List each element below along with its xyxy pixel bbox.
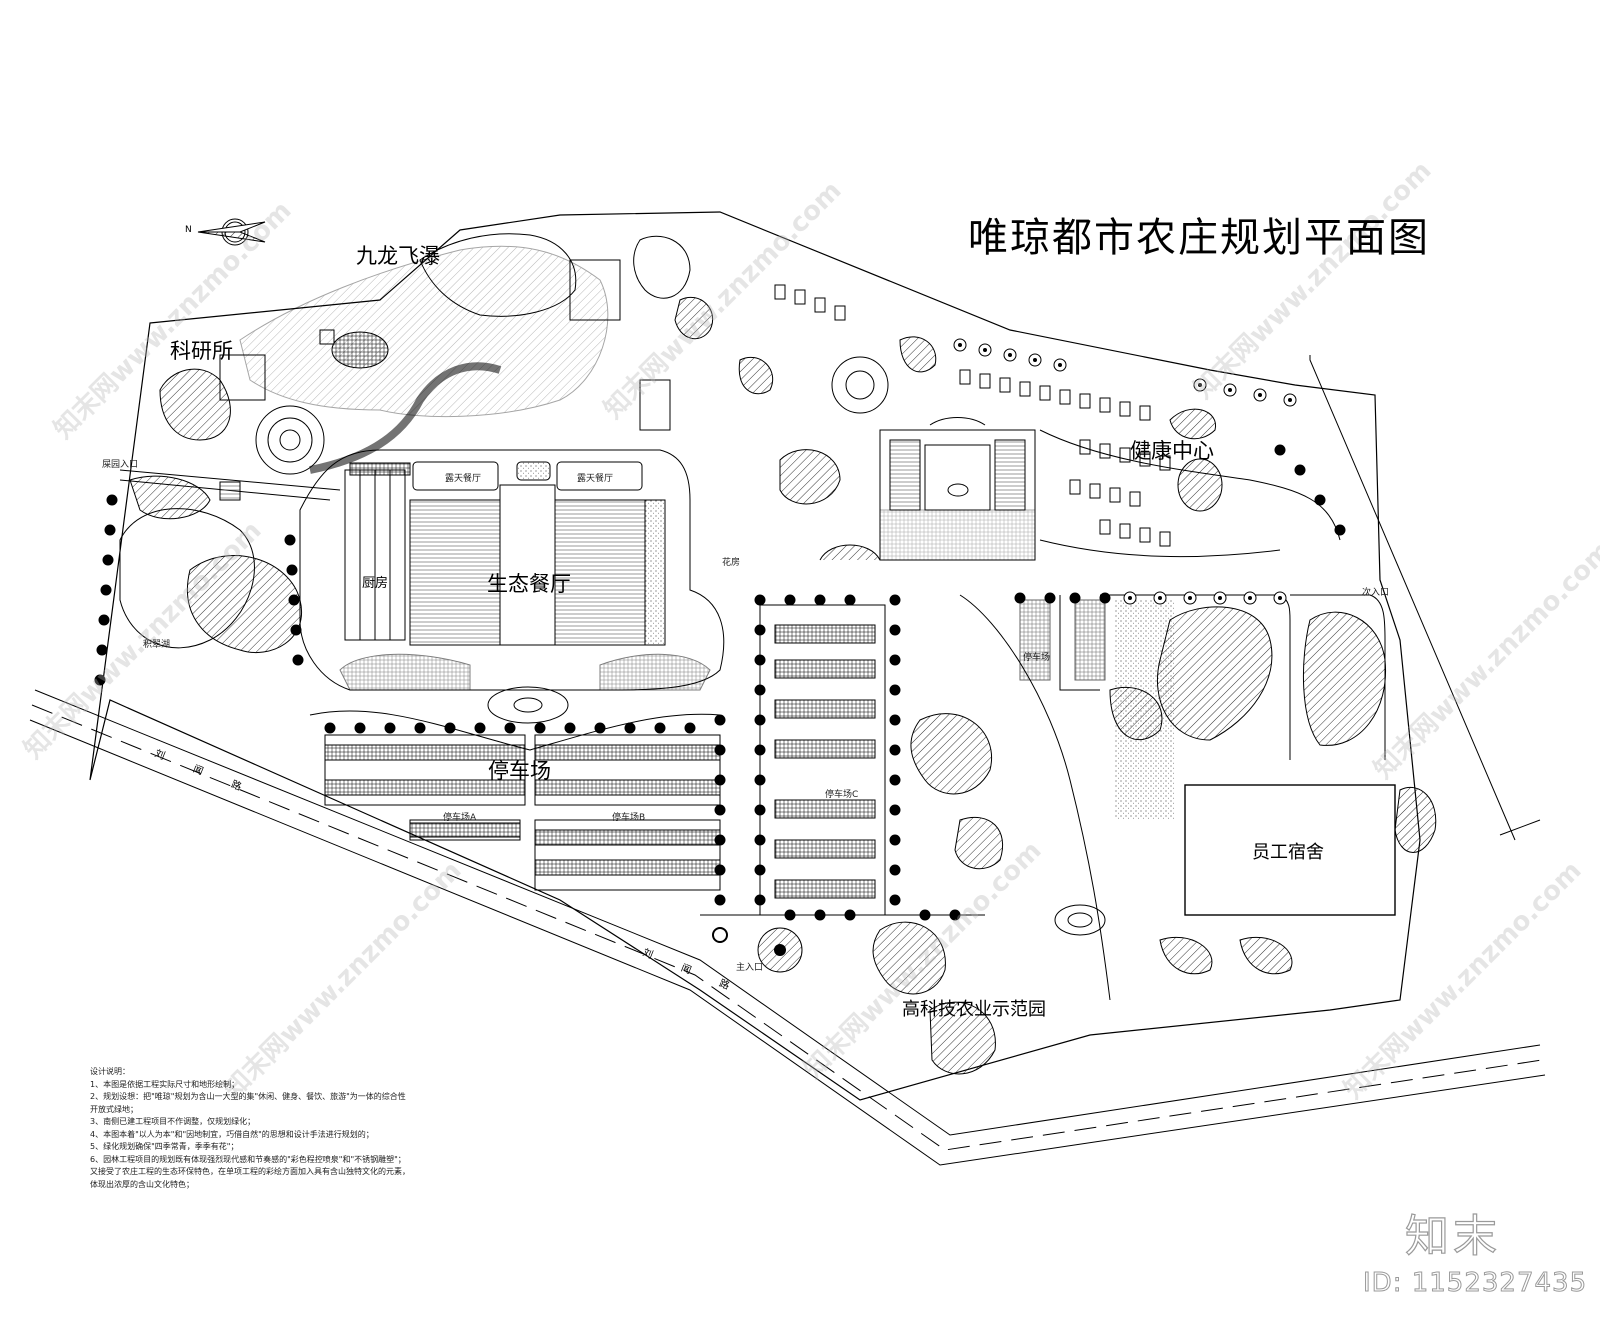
label-parking-a: 停车场A: [443, 813, 477, 823]
label-hitech-agri-park: 高科技农业示范园: [902, 999, 1046, 1020]
label-health-center: 健康中心: [1130, 439, 1214, 463]
design-note-item: 4、本图本着"以人为本"和"因地制宜，巧借自然"的思想和设计手法进行规划的；: [90, 1129, 374, 1139]
design-note-item: 6、园林工程项目的规划既有体现强烈现代感和节奏感的"彩色程控喷泉"和"不锈钢雕塑…: [90, 1154, 406, 1164]
parking-lot-c: [700, 604, 985, 916]
label-research-institute: 科研所: [170, 339, 233, 363]
jicui-lake-area: [119, 475, 303, 654]
label-flower-house: 花房: [722, 558, 741, 568]
label-jicui-lake: 积翠湖: [143, 640, 171, 650]
label-eco-restaurant: 生态餐厅: [487, 572, 571, 596]
west-entrance-path: [119, 469, 341, 501]
parking-lots-ab: [324, 734, 721, 891]
label-jiulong-waterfall: 九龙飞瀑: [356, 244, 440, 268]
design-note-item: 又接受了农庄工程的生态环保特色，在单项工程的彩绘方面加入具有含山独特文化的元素，: [90, 1167, 410, 1176]
brand-id: ID: 1152327435: [1362, 1268, 1588, 1299]
label-rear-entrance: 屎园入口: [102, 460, 139, 470]
roads: [29, 355, 1546, 1166]
central-building: [879, 417, 1036, 561]
waterfall-garden: [239, 233, 671, 475]
design-note-item: 2、规划设想：把"唯琼"规划为含山一大型的集"休闲、健身、餐饮、旅游"为一体的综…: [90, 1092, 406, 1101]
brand-logo: 知末: [1404, 1210, 1501, 1262]
research-institute-block: [159, 354, 266, 441]
design-note-item: 体现出浓厚的含山文化特色；: [90, 1179, 194, 1189]
parking-tree-lines: [309, 710, 721, 751]
design-note-item: 1、本图是依据工程实际尺寸和地形绘制；: [90, 1079, 240, 1089]
label-parking-main: 停车场: [488, 759, 551, 783]
label-kitchen: 厨房: [362, 576, 389, 591]
label-outdoor-dining-1: 露天餐厅: [445, 474, 482, 484]
site-boundary: [89, 211, 1421, 1101]
design-note-item: 3、南侧已建工程项目不作调整，仅规划绿化；: [90, 1117, 256, 1126]
label-parking-c: 停车场C: [825, 790, 859, 800]
label-main-entrance: 主入口: [736, 963, 764, 973]
label-parking-d: 停车场: [1023, 653, 1051, 663]
eco-restaurant-complex: [299, 449, 725, 724]
east-region: [959, 594, 1437, 1001]
north-mid-planting: [633, 235, 937, 505]
label-staff-dormitory: 员工宿舍: [1252, 842, 1324, 863]
design-notes: 设计说明： 1、本图是依据工程实际尺寸和地形绘制； 2、规划设想：把"唯琼"规划…: [90, 1066, 410, 1191]
design-note-item: 5、绿化规划确保"四季常青，季季有花"；: [90, 1142, 239, 1151]
east-planting-south: [872, 713, 1293, 1075]
central-round-plaza: [819, 356, 889, 561]
design-notes-heading: 设计说明：: [90, 1067, 130, 1076]
label-secondary-entrance: 次入口: [1362, 588, 1390, 598]
drawing-title: 唯琼都市农庄规划平面图: [968, 215, 1430, 261]
label-outdoor-dining-2: 露天餐厅: [577, 474, 614, 484]
north-label: N: [185, 225, 192, 235]
north-arrow-icon: [197, 218, 266, 246]
health-center-paths: [1039, 408, 1341, 558]
design-note-item: 开放式绿地；: [90, 1104, 138, 1114]
main-entrance-feature: [712, 927, 803, 973]
label-parking-b: 停车场B: [612, 813, 646, 823]
health-center-villas: [774, 284, 1171, 547]
